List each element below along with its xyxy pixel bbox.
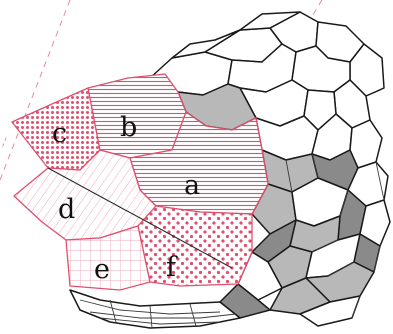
label-b: b <box>120 112 137 143</box>
label-d: d <box>58 194 75 225</box>
label-e: e <box>94 254 110 285</box>
guide-line-small <box>2 138 6 148</box>
label-a: a <box>184 170 200 201</box>
region-f-cell <box>138 206 252 286</box>
bottom-rim <box>70 290 240 328</box>
label-c: c <box>52 118 67 149</box>
